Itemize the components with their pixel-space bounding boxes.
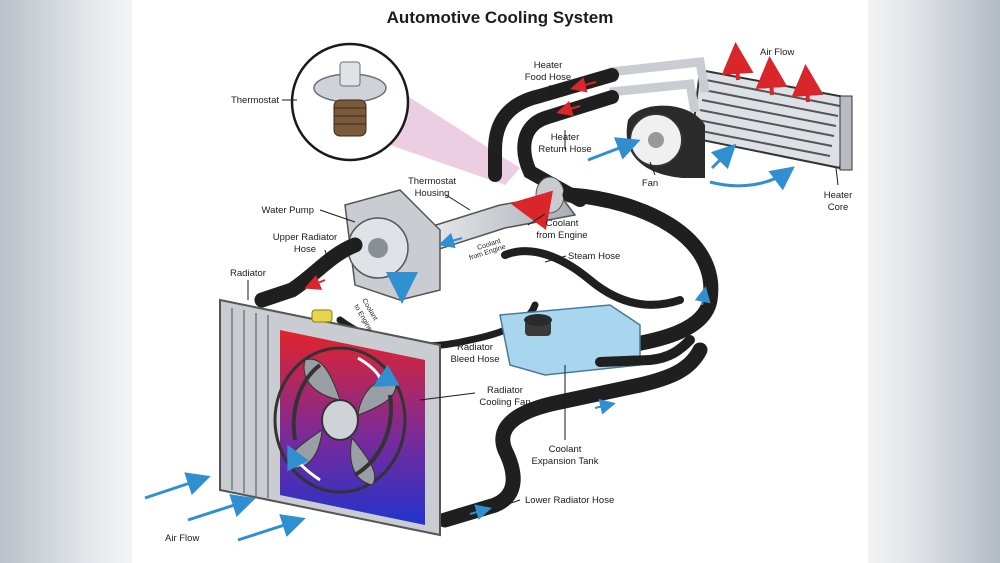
thermostat-label: Thermostat <box>231 95 279 106</box>
air-flow-top-label: Air Flow <box>760 47 794 58</box>
radiator-bleed-hose-label: Radiator <box>457 342 493 353</box>
thermostat-zoom-cone <box>390 88 520 185</box>
air-flow-arrow <box>144 472 211 500</box>
coolant-expansion-tank-label-line2: Expansion Tank <box>532 456 599 467</box>
heater-core-label: Heater <box>824 190 853 201</box>
hot-air-arrow <box>755 56 788 96</box>
heater-food-hose-label-line2: Food Hose <box>525 72 571 83</box>
heater-return-hose-label-line2: Return Hose <box>538 144 591 155</box>
coolant-flow-arrow <box>510 190 554 230</box>
hot-air-arrow <box>721 42 754 81</box>
hot-flow-arrow <box>304 275 326 290</box>
steam-hose <box>501 247 684 309</box>
radiator-bleed-hose-label-line2: Bleed Hose <box>450 354 499 365</box>
heater-hose-long <box>562 187 719 353</box>
upper-radiator-hose-label-line2: Hose <box>294 244 316 255</box>
upper-radiator-hose-label: Upper Radiator <box>273 232 337 243</box>
cold-flow-arrow <box>594 398 616 415</box>
hot-flow-arrow <box>556 100 581 117</box>
blower-fan-icon <box>626 105 705 178</box>
radiator-label: Radiator <box>230 268 266 279</box>
coolant-expansion-tank-label: Coolant <box>549 444 582 455</box>
air-flow-arrow <box>587 137 641 162</box>
heater-pipe <box>609 79 700 113</box>
fan-rotation-arrow <box>357 356 400 387</box>
cold-flow-arrow <box>469 504 492 520</box>
fan-rotation-arrow <box>287 444 321 482</box>
steam-hose-label: Steam Hose <box>568 251 620 262</box>
background-right <box>868 0 1000 563</box>
thermostat-housing-label: Thermostat <box>408 176 456 187</box>
diagram-title: Automotive Cooling System <box>386 8 614 27</box>
hot-air-arrow <box>791 64 824 103</box>
coolant-from-engine-label: Coolant <box>546 218 579 229</box>
heater-pipe <box>609 57 710 93</box>
water-pump-label: Water Pump <box>262 205 314 216</box>
lower-radiator-hose <box>437 342 708 528</box>
upper-radiator-hose <box>254 237 363 308</box>
heater-core-label-line2: Core <box>828 202 849 213</box>
heater-return-hose-label: Heater <box>551 132 580 143</box>
heater-food-hose-label: Heater <box>534 60 563 71</box>
heater-food-hose <box>488 68 619 182</box>
air-flow-arrow <box>709 166 795 191</box>
air-flow-arrow <box>710 143 737 170</box>
heater-return-hose <box>517 90 619 207</box>
thermostat-icon <box>290 42 410 162</box>
radiator-cooling-fan-label-line2: Cooling Fan <box>479 397 530 408</box>
fan-label: Fan <box>642 178 658 189</box>
background-left <box>0 0 132 563</box>
leader-lines <box>247 85 839 506</box>
coolant-flow-arrow <box>438 232 463 249</box>
cold-flow-arrow <box>694 286 711 306</box>
hot-flow-arrow <box>570 77 597 93</box>
coolant-from-engine-label-line2: from Engine <box>536 230 587 241</box>
tank-hose <box>595 335 695 367</box>
air-flow-arrow <box>187 494 256 522</box>
air-flow-bottom-label: Air Flow <box>165 533 199 544</box>
lower-radiator-hose-label: Lower Radiator Hose <box>525 495 614 506</box>
thermostat-housing-label-line2: Housing <box>415 188 450 199</box>
radiator-cooling-fan-label: Radiator <box>487 385 523 396</box>
air-flow-arrow <box>237 514 306 542</box>
